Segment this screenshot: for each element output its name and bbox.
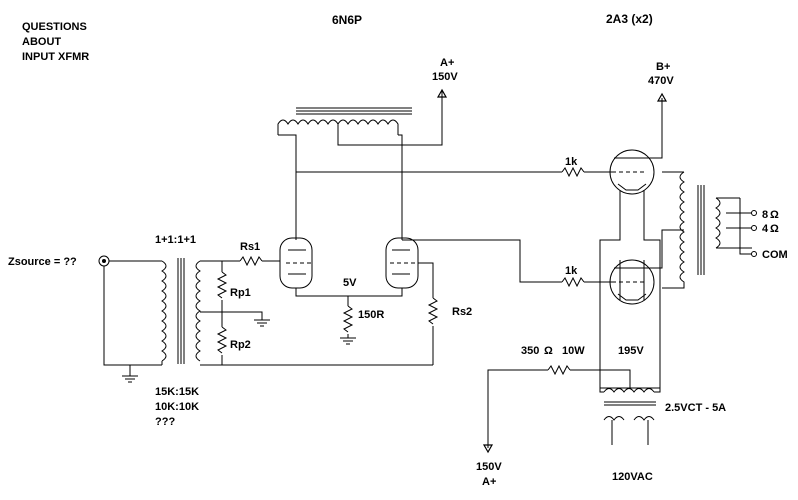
rs2-resistor xyxy=(427,297,439,325)
rs1-label: Rs1 xyxy=(240,241,260,253)
a-plus-bottom-arrow xyxy=(482,444,494,454)
input-ground-wire xyxy=(103,266,162,366)
bottom-plate-wire xyxy=(650,229,684,269)
output-xfmr-secondary xyxy=(715,197,721,249)
grid-resistor-bottom-label: 1k xyxy=(565,265,578,277)
mains-label: 120VAC xyxy=(612,471,653,483)
b-plus-arrow xyxy=(656,92,668,102)
output-tube-title: 2A3 (x2) xyxy=(606,12,653,26)
tap-4-label: 4 xyxy=(762,223,769,235)
a-plus-bottom-wire xyxy=(487,369,548,448)
dropper-label: 350 xyxy=(521,345,539,357)
com-link-wire xyxy=(739,198,752,255)
center-tap-ground-symbol xyxy=(254,319,270,327)
dropper-resistor xyxy=(547,364,571,376)
filament-link-wires xyxy=(619,260,645,300)
grid-resistor-top xyxy=(561,166,585,178)
center-tap-wire xyxy=(570,369,631,388)
filament-wires xyxy=(599,190,661,388)
a-plus-bottom-voltage: 150V xyxy=(476,461,502,473)
b-plus-label: B+ xyxy=(656,61,670,73)
left-plate-wire xyxy=(278,134,297,240)
driver-tube-title: 6N6P xyxy=(332,13,362,27)
output-tube-bottom xyxy=(609,259,655,305)
right-plate-wire xyxy=(398,134,403,240)
input-xfmr-core xyxy=(177,258,185,364)
driver-tube-right xyxy=(385,237,419,289)
ohm-symbol-dropper: Ω xyxy=(544,345,553,357)
driver-tube-left xyxy=(279,237,313,289)
heater-xfmr-label: 2.5VCT - 5A xyxy=(665,402,726,414)
cathode-ground-symbol xyxy=(340,337,356,345)
node-voltage-label: 195V xyxy=(618,345,644,357)
b-plus-wire xyxy=(650,98,663,159)
secondary-center-tap-wire xyxy=(200,311,263,320)
rs2-label: Rs2 xyxy=(452,306,472,318)
tap-8-terminal xyxy=(751,210,757,216)
grid-resistor-top-label: 1k xyxy=(565,156,578,168)
impedance-2: 10K:10K xyxy=(155,401,199,413)
cathode-bus-wire xyxy=(295,288,403,297)
rs1-resistor xyxy=(239,255,263,267)
output-xfmr-core xyxy=(697,185,705,275)
ohm-symbol-4: Ω xyxy=(770,223,779,235)
cathode-resistor-label: 150R xyxy=(358,309,384,321)
filament-xfmr-secondary xyxy=(599,388,661,393)
cathode-resistor xyxy=(342,305,354,333)
input-jack xyxy=(98,255,110,267)
tap-4-terminal xyxy=(751,225,757,231)
output-tap-wires xyxy=(716,197,752,249)
b-plus-voltage: 470V xyxy=(648,75,674,87)
input-xfmr-secondary xyxy=(195,260,201,362)
filament-xfmr-core xyxy=(604,401,656,406)
rp1-label: Rp1 xyxy=(230,287,251,299)
grid-resistor-bottom xyxy=(561,276,585,288)
input-ground-symbol xyxy=(122,365,138,383)
zsource-label: Zsource = ?? xyxy=(8,256,77,268)
rp2-label: Rp2 xyxy=(230,339,251,351)
tap-8-label: 8 xyxy=(762,209,768,221)
bottom-grid-coupling-wire xyxy=(402,239,562,283)
output-xfmr-primary xyxy=(662,171,685,289)
rp1-resistor xyxy=(216,271,228,299)
xfmr-ratio-label: 1+1:1+1 xyxy=(155,234,196,246)
cathode-voltage-label: 5V xyxy=(343,277,357,289)
impedance-3: ??? xyxy=(155,416,175,428)
rp2-resistor xyxy=(216,326,228,354)
a-plus-top-arrow xyxy=(436,88,448,98)
a-plus-bottom-label: A+ xyxy=(482,476,496,488)
a-plus-feed-wire xyxy=(337,90,443,146)
input-xfmr-primary xyxy=(161,260,167,365)
tap-com-label: COM xyxy=(762,249,788,261)
tap-com-terminal xyxy=(751,251,757,257)
note-line-2: ABOUT xyxy=(22,36,61,48)
note-line-1: QUESTIONS xyxy=(22,21,87,33)
impedance-1: 15K:15K xyxy=(155,386,199,398)
a-plus-top-voltage: 150V xyxy=(432,71,458,83)
dropper-power-label: 10W xyxy=(562,345,585,357)
filament-xfmr-primary xyxy=(603,416,655,445)
rs2-top-wire xyxy=(418,262,434,298)
interstage-xfmr-core xyxy=(296,107,412,115)
a-plus-top-label: A+ xyxy=(440,57,454,69)
ohm-symbol-8: Ω xyxy=(770,209,779,221)
note-line-3: INPUT XFMR xyxy=(22,51,89,63)
output-tube-top xyxy=(609,149,655,195)
